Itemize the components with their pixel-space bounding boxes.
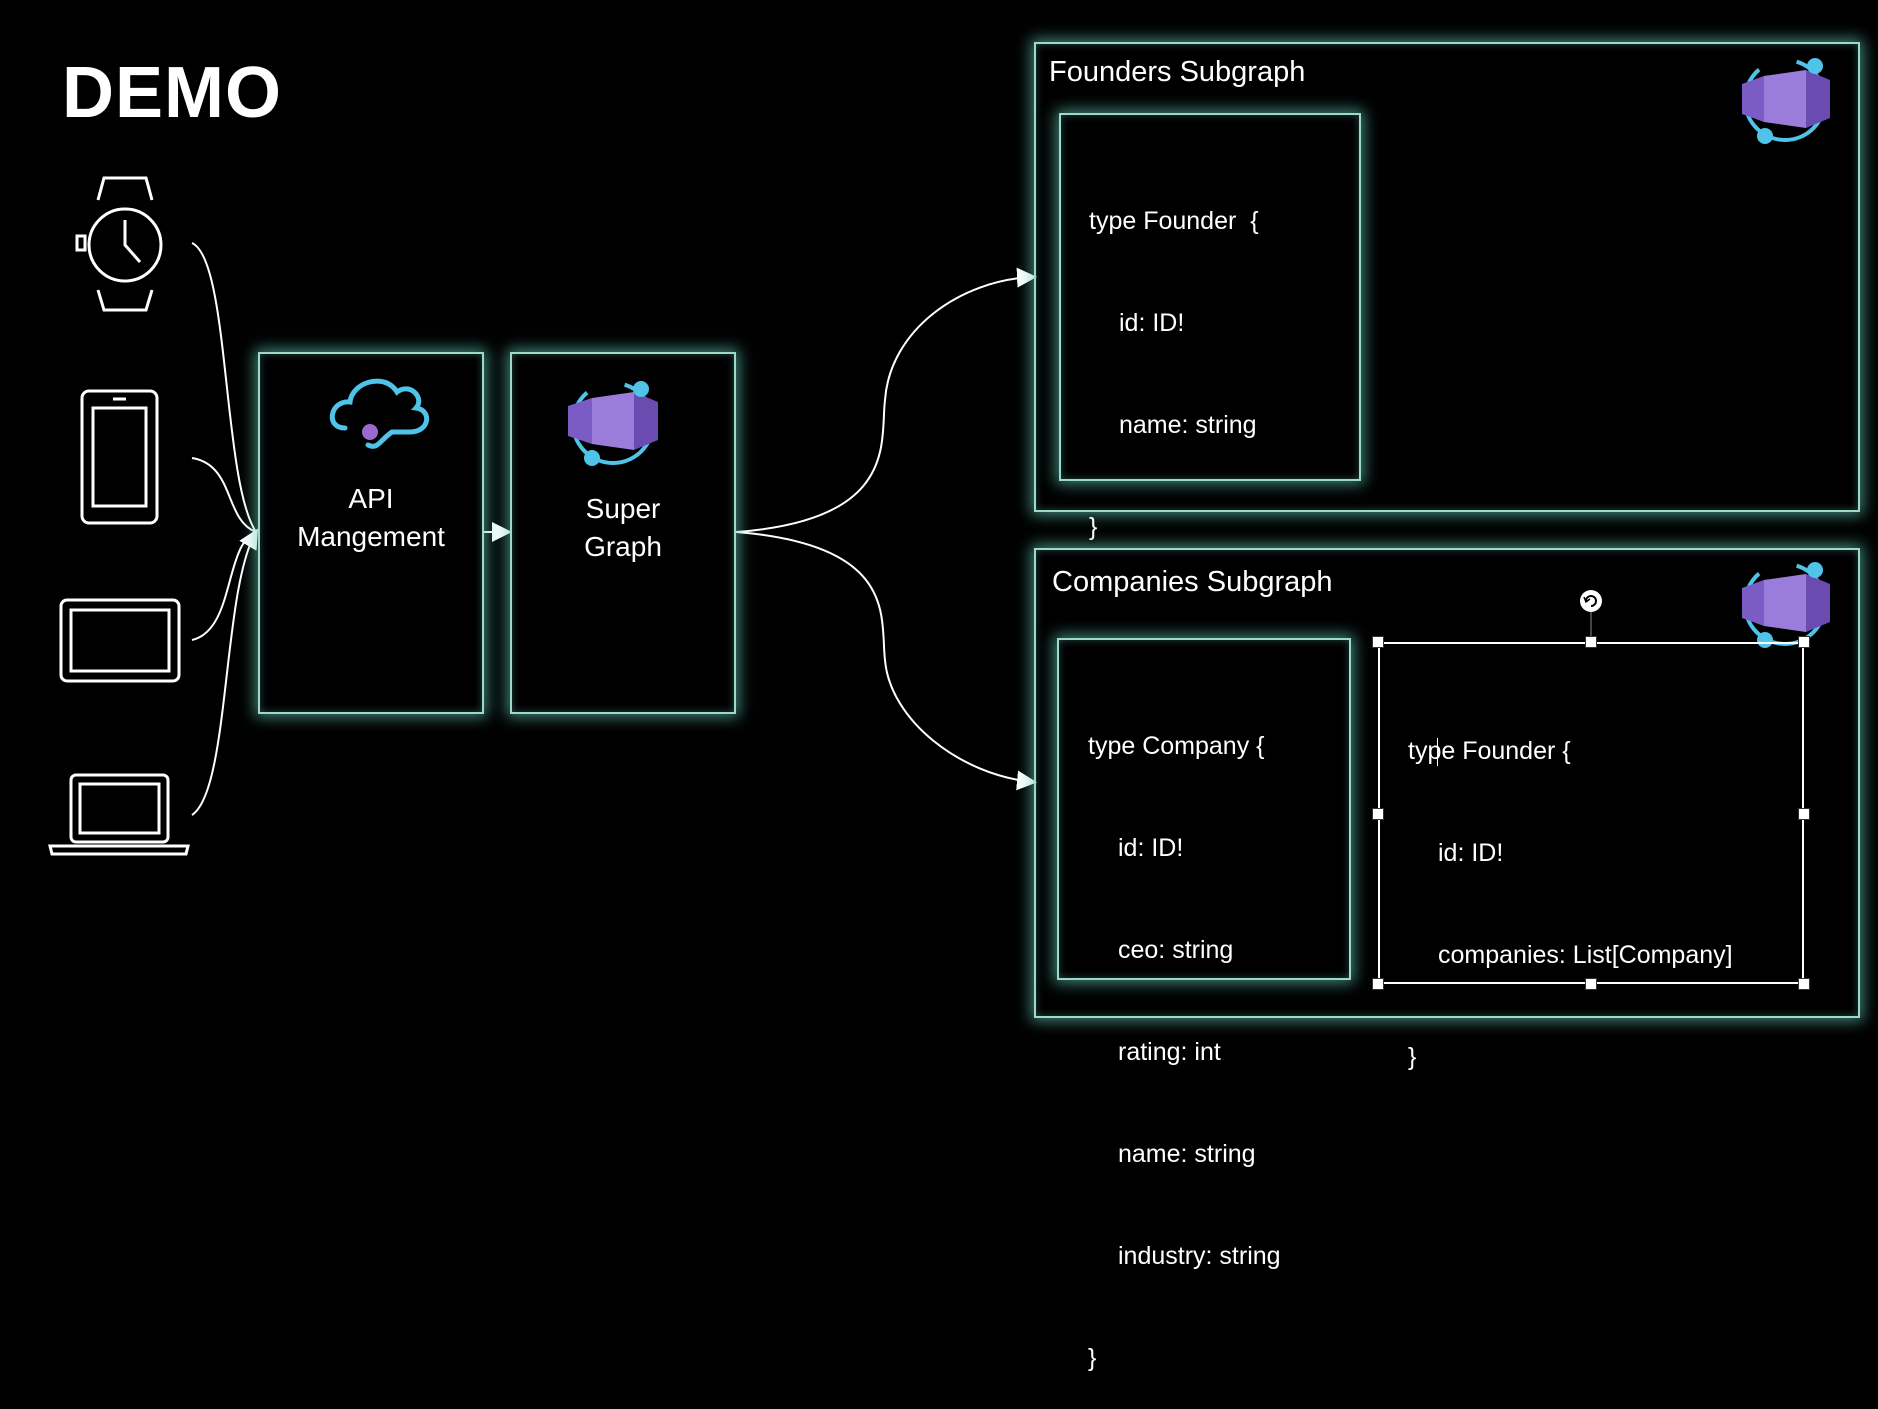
watch-connector bbox=[191, 242, 257, 533]
api-management-label: API Mangement bbox=[297, 483, 445, 552]
watch-icon bbox=[75, 176, 163, 312]
cloud-icon-layer bbox=[329, 378, 429, 449]
tablet-icon bbox=[59, 598, 181, 683]
api-management-box[interactable] bbox=[258, 352, 484, 714]
phone-connector bbox=[191, 457, 257, 533]
founders-icon-layer bbox=[1742, 58, 1830, 144]
super-graph-label: Super Graph bbox=[584, 493, 662, 562]
super-graph-box[interactable] bbox=[510, 352, 736, 714]
rotate-handle-layer bbox=[1580, 590, 1602, 642]
founders-cosmos-icon bbox=[1742, 58, 1830, 144]
founder-schema-code: type Founder { id: ID! name: string } bbox=[1089, 207, 1259, 541]
company-schema-card[interactable] bbox=[1057, 638, 1351, 980]
phone-icon bbox=[80, 389, 159, 525]
api-management-cloud-icon bbox=[329, 378, 429, 449]
resize-handle-top[interactable] bbox=[1585, 636, 1597, 648]
companies-icon-layer bbox=[1742, 562, 1830, 648]
companies-cosmos-icon bbox=[1742, 562, 1830, 648]
laptop-icon bbox=[48, 773, 190, 856]
resize-handle-left[interactable] bbox=[1372, 808, 1384, 820]
super-graph-cosmos-icon bbox=[568, 381, 658, 466]
rotate-handle-icon bbox=[1580, 590, 1602, 612]
founders-subgraph-title: Founders Subgraph bbox=[1049, 56, 1306, 88]
slide-title: DEMO bbox=[62, 53, 282, 133]
resize-handle-right[interactable] bbox=[1798, 808, 1810, 820]
connector-lines bbox=[191, 242, 1037, 816]
companies-subgraph-panel[interactable] bbox=[1034, 548, 1860, 1018]
resize-handle-top-right[interactable] bbox=[1798, 636, 1810, 648]
laptop-connector bbox=[191, 528, 259, 816]
founder-schema-card[interactable] bbox=[1059, 113, 1361, 481]
extended-founder-schema-code[interactable]: type Founder { id: ID! companies: List[C… bbox=[1408, 737, 1733, 1071]
founders-subgraph-panel[interactable] bbox=[1034, 42, 1860, 512]
resize-handle-bottom[interactable] bbox=[1585, 978, 1597, 990]
supergraph-to-companies-arrow bbox=[735, 531, 1037, 791]
resize-handle-top-left[interactable] bbox=[1372, 636, 1384, 648]
device-icons bbox=[48, 176, 190, 856]
resize-handle-bottom-right[interactable] bbox=[1798, 978, 1810, 990]
supergraph-to-founders-arrow bbox=[735, 267, 1037, 533]
text-cursor bbox=[1437, 738, 1438, 766]
companies-subgraph-title: Companies Subgraph bbox=[1052, 566, 1333, 598]
supergraph-icon-layer bbox=[568, 381, 658, 466]
resize-handle-bottom-left[interactable] bbox=[1372, 978, 1384, 990]
